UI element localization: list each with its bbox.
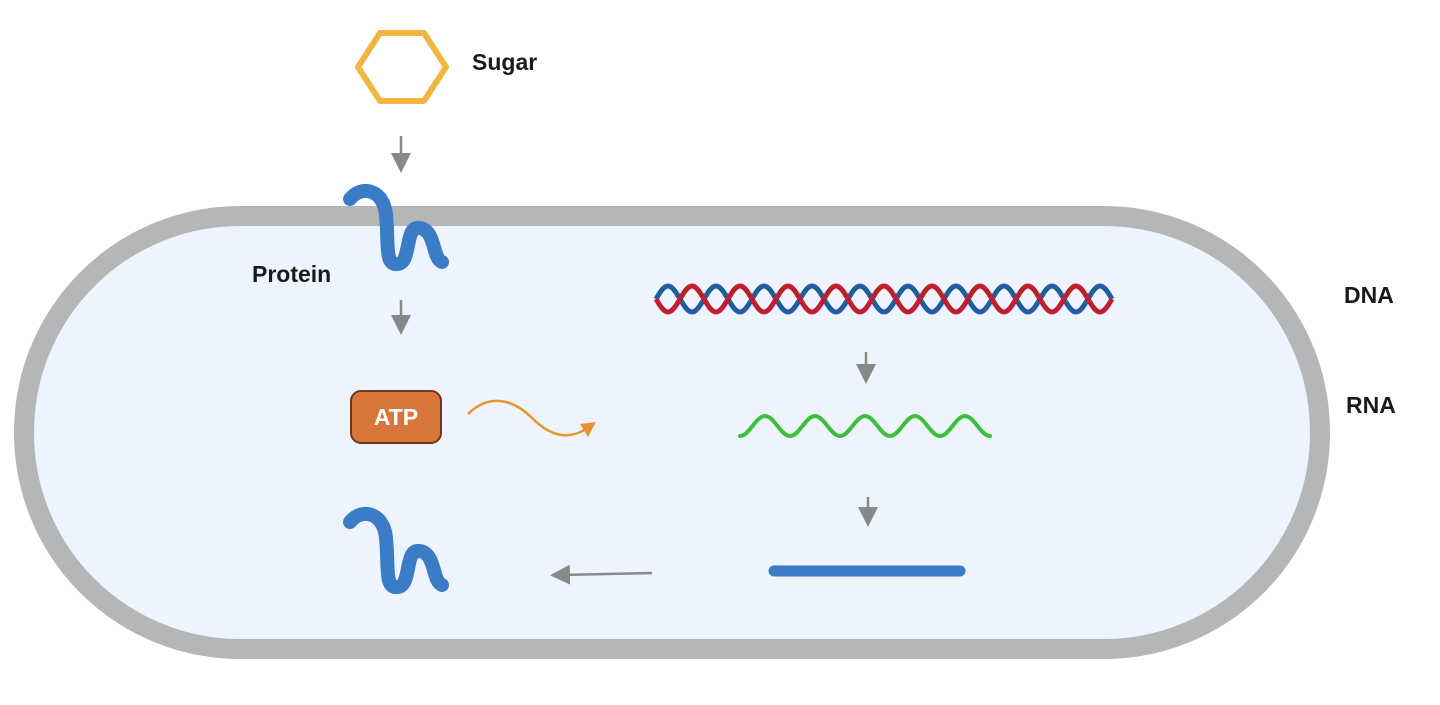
sugar-label: Sugar (472, 49, 537, 75)
dna-label: DNA (1344, 282, 1394, 308)
atp-badge (350, 390, 442, 444)
sugar-icon (355, 30, 449, 104)
dna-strand-red (653, 283, 1115, 315)
dna-strand-blue (653, 283, 1115, 315)
dna-helix-icon (653, 283, 1115, 315)
energy-arrow-head-icon (580, 422, 596, 437)
flow-arrow-polypeptide-to-protein (550, 564, 653, 585)
folded-protein-icon (343, 506, 449, 594)
rna-strand-icon (738, 413, 992, 439)
energy-arrow (467, 399, 589, 437)
membrane-protein-icon (343, 183, 449, 271)
rna-label: RNA (1346, 392, 1396, 418)
cell-wall (14, 206, 1330, 659)
atp-label: ATP (374, 404, 418, 430)
protein-label: Protein (252, 261, 331, 287)
